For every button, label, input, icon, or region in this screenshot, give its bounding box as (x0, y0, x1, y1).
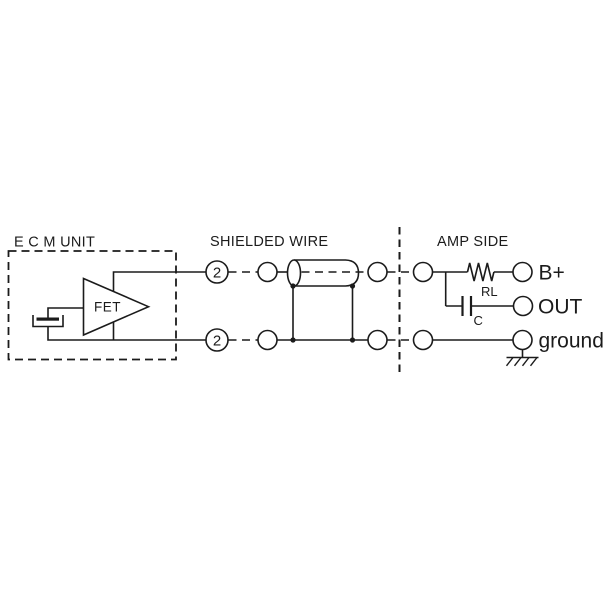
b-plus-label: B+ (539, 262, 565, 285)
amp-side-title: AMP SIDE (437, 234, 508, 250)
connector-2-circle-top (205, 260, 229, 284)
ground-label: ground (539, 330, 604, 353)
out-label: OUT (538, 296, 583, 319)
ground-hatch-line (529, 357, 538, 367)
inline-connector-circle-top-right (367, 261, 388, 283)
amp-input-circle-bottom (412, 329, 434, 351)
ecm-unit-title: E C M UNIT (14, 235, 95, 251)
shielded-wire-section: SHIELDED WIRE 2 2 (205, 234, 388, 352)
coupling-capacitor-label: C (474, 313, 483, 328)
amp-input-circle-top (412, 261, 434, 283)
shield-cylinder-symbol (286, 259, 360, 287)
ecm-unit-section: E C M UNIT FET (7, 235, 206, 361)
inline-connector-circle-bottom-right (367, 329, 388, 351)
ground-hatch-line (521, 357, 530, 367)
junction-dot (290, 283, 296, 289)
fet-amplifier-triangle (82, 277, 151, 337)
capsule-to-fet-wire (47, 307, 84, 318)
ecm-ground-wire (47, 326, 206, 341)
fet-output-top-wire (112, 271, 206, 292)
load-resistor-label: RL (481, 284, 498, 299)
connector-2-number-bottom: 2 (213, 332, 221, 349)
chassis-ground-symbol (505, 349, 539, 367)
junction-dot (349, 283, 356, 289)
inline-connector-circle-bottom-left (257, 329, 278, 351)
ecm-unit-dashed-boundary (7, 250, 177, 361)
shielded-wire-title: SHIELDED WIRE (210, 234, 328, 250)
ground-terminal-circle (512, 329, 533, 351)
out-terminal-circle (512, 295, 534, 317)
shield-cylinder-end-ellipse (286, 259, 302, 287)
amp-side-section: AMP SIDE RL C (412, 234, 604, 367)
connector-2-circle-bottom (205, 328, 229, 352)
load-resistor-symbol (466, 262, 495, 282)
ground-hatch-line (505, 357, 514, 367)
connector-2-number-top: 2 (213, 264, 221, 281)
coupling-capacitor-symbol (461, 296, 473, 316)
junction-dot (290, 337, 296, 343)
inline-connector-circle-top-left (257, 261, 278, 283)
shield-cylinder-body (294, 259, 360, 287)
ground-hatch-line (513, 357, 522, 367)
b-plus-terminal-circle (512, 261, 533, 283)
capsule-electrode-bar (36, 317, 59, 321)
junction-dot (349, 337, 356, 343)
fet-label: FET (94, 300, 121, 315)
